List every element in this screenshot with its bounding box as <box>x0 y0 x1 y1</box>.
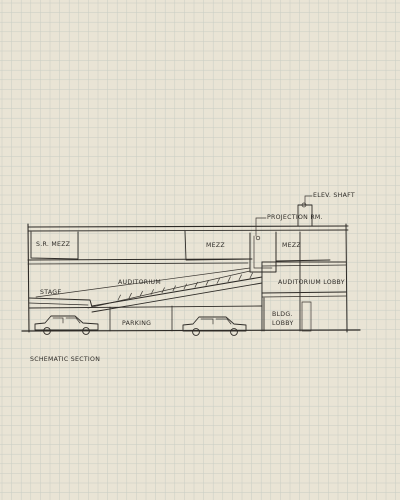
projector <box>255 235 261 241</box>
elevator-marker <box>301 202 307 208</box>
car-right <box>182 316 247 336</box>
parking-ceiling <box>28 305 263 309</box>
seat-mark <box>238 274 242 281</box>
label-bldg-lobby-line2: LOBBY <box>272 320 294 327</box>
seat-mark <box>227 276 231 283</box>
stage-platform <box>28 297 93 308</box>
left-exterior-wall <box>27 223 30 333</box>
auditorium-lobby-floor <box>261 291 347 294</box>
sr-mezz-box <box>30 231 79 260</box>
car-left <box>34 315 99 335</box>
stage-front <box>28 302 89 306</box>
projection-room-box <box>249 232 277 273</box>
mezz-floor-plate-2 <box>27 262 249 265</box>
auditorium-lobby-floor-2 <box>261 295 347 298</box>
projection-room-inner <box>253 235 273 269</box>
seat-mark <box>216 278 220 284</box>
seat-mark <box>183 283 187 290</box>
label-auditorium-lobby: AUDITORIUM LOBBY <box>278 279 345 286</box>
mezz-floor-plate <box>27 258 251 261</box>
label-bldg-lobby-line1: BLDG. <box>272 311 293 318</box>
seat-mark <box>139 290 143 297</box>
building-section <box>21 195 361 336</box>
label-elev-shaft: ELEV. SHAFT <box>313 192 355 199</box>
seat-mark <box>249 272 253 279</box>
leader-projection-rm <box>255 217 267 237</box>
seat-mark <box>205 279 209 286</box>
label-mezz-right: MEZZ <box>282 242 301 249</box>
label-caption: SCHEMATIC SECTION <box>30 356 100 363</box>
raked-floor <box>91 276 263 307</box>
seat-mark <box>117 294 121 301</box>
seat-mark <box>172 285 176 292</box>
lobby-door <box>301 301 312 332</box>
label-projection-rm: PROJECTION RM. <box>267 214 323 221</box>
label-auditorium: AUDITORIUM <box>118 279 161 286</box>
label-sr-mezz: S.R. MEZZ <box>36 241 70 248</box>
leader-elev-shaft <box>304 195 313 206</box>
ground-line <box>21 329 361 332</box>
projection-beam-1 <box>35 267 251 298</box>
roof-line <box>27 225 349 228</box>
annotations: ELEV. SHAFT PROJECTION RM. S.R. MEZZ MEZ… <box>30 192 355 363</box>
auditorium-seats <box>117 272 253 301</box>
seat-mark <box>161 287 165 294</box>
seat-mark <box>150 289 154 295</box>
label-stage: STAGE <box>40 289 62 296</box>
roof-line-lower <box>27 229 349 232</box>
seat-mark <box>128 292 132 299</box>
right-exterior-wall <box>345 223 348 333</box>
seat-mark <box>194 281 198 288</box>
label-parking: PARKING <box>122 320 151 327</box>
label-mezz-center: MEZZ <box>206 242 225 249</box>
